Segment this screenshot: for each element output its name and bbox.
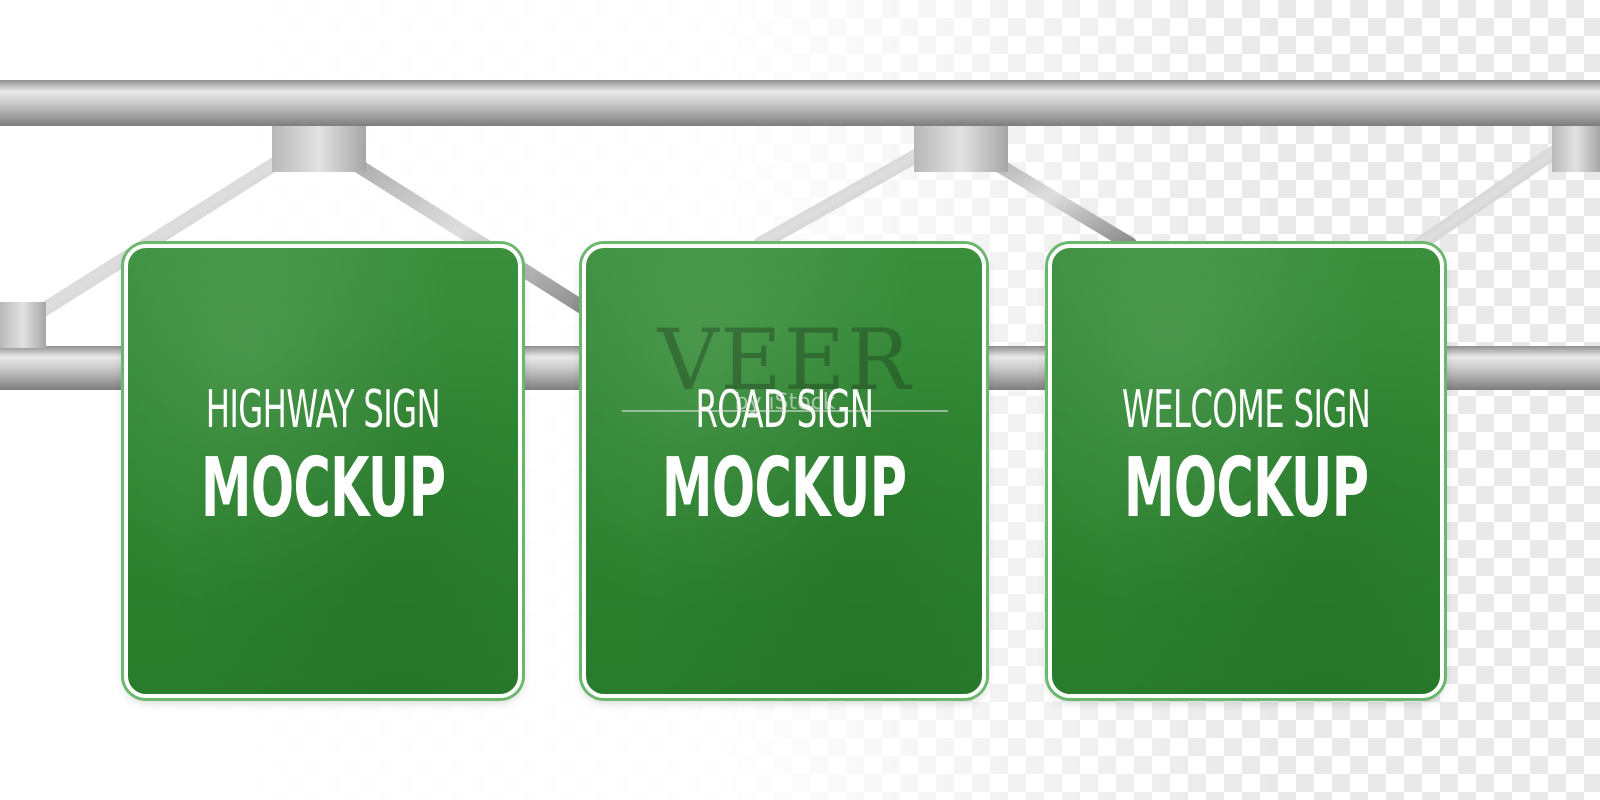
bracket-middle <box>914 126 1008 172</box>
sign-line-2: MOCKUP <box>1123 441 1369 536</box>
bracket-right <box>1552 126 1600 172</box>
sign-line-1: ROAD SIGN <box>695 380 873 440</box>
sign-line-2: MOCKUP <box>661 441 907 536</box>
sign-line-2: MOCKUP <box>200 441 446 536</box>
road-sign: ROAD SIGN MOCKUP <box>582 244 986 698</box>
bracket-left <box>272 126 366 172</box>
top-rail <box>0 80 1600 126</box>
end-cap-left <box>0 302 46 348</box>
sign-line-1: WELCOME SIGN <box>1121 380 1371 440</box>
sign-line-1: HIGHWAY SIGN <box>205 380 441 440</box>
highway-sign: HIGHWAY SIGN MOCKUP <box>124 244 522 698</box>
welcome-sign: WELCOME SIGN MOCKUP <box>1048 244 1444 698</box>
